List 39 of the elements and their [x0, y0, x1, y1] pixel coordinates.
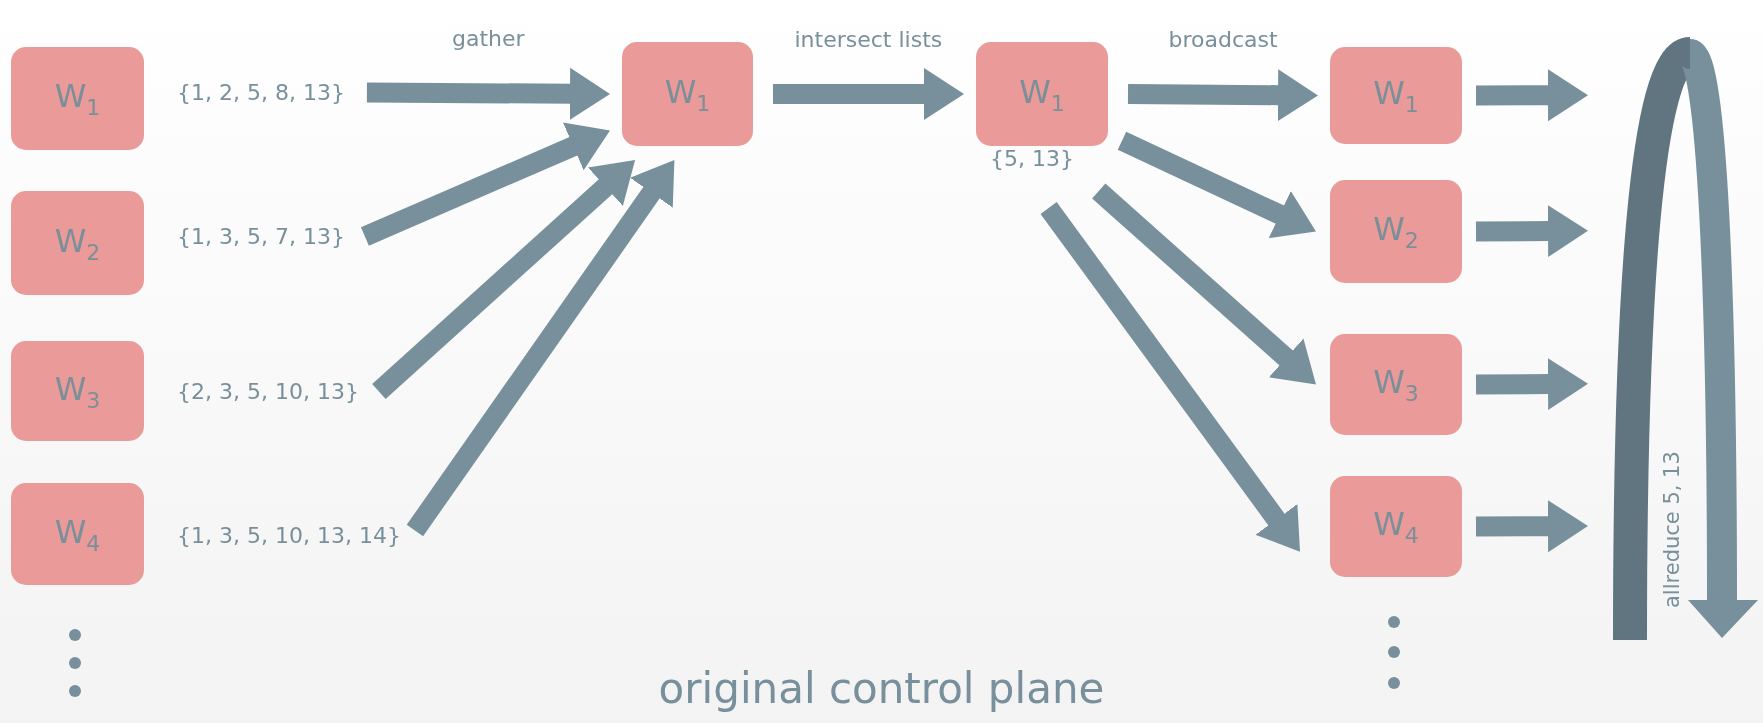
arrow: [1117, 131, 1316, 239]
worker-label: W$_{1}$: [1019, 72, 1065, 116]
worker-label: W$_{1}$: [664, 72, 711, 116]
result-set-label: {5, 13}: [990, 146, 1074, 171]
diagram-title: original control plane: [658, 664, 1105, 713]
arrow: [372, 160, 636, 399]
worker-label: W$_{4}$: [1373, 505, 1419, 548]
worker-box: [11, 47, 144, 150]
worker-label: W$_{1}$: [54, 77, 101, 120]
set-label: {1, 3, 5, 10, 13, 14}: [177, 523, 401, 548]
arrow: [366, 67, 610, 120]
arrow: [1040, 202, 1300, 552]
worker-label: W$_{2}$: [54, 221, 101, 265]
arrow: [773, 68, 964, 120]
worker-box: [11, 483, 144, 585]
worker-box: [1330, 476, 1462, 577]
arrow: [1127, 69, 1318, 122]
worker-label: W$_{3}$: [1373, 363, 1419, 406]
arrow: [406, 160, 675, 537]
allreduce-label: allreduce 5, 13: [1660, 451, 1684, 608]
arrow: [1475, 205, 1588, 258]
arrow: [1475, 500, 1588, 553]
arrow: [1092, 183, 1316, 385]
worker-label: W$_{3}$: [54, 369, 101, 413]
worker-box: [1330, 334, 1462, 435]
worker-box: [11, 341, 144, 441]
worker-box: [11, 191, 144, 295]
worker-label: W$_{2}$: [1373, 210, 1419, 253]
set-label: {1, 3, 5, 7, 13}: [177, 224, 345, 249]
worker-box: [622, 42, 753, 146]
worker-box: [1330, 180, 1462, 283]
arrow: [360, 122, 610, 246]
worker-box: [1330, 47, 1462, 144]
set-label: {2, 3, 5, 10, 13}: [177, 379, 359, 404]
worker-label: W$_{1}$: [1373, 74, 1419, 117]
arrow: [1475, 69, 1588, 122]
arrow: [1475, 358, 1588, 411]
worker-label: W$_{4}$: [54, 512, 101, 556]
set-label: {1, 2, 5, 8, 13}: [177, 80, 345, 105]
